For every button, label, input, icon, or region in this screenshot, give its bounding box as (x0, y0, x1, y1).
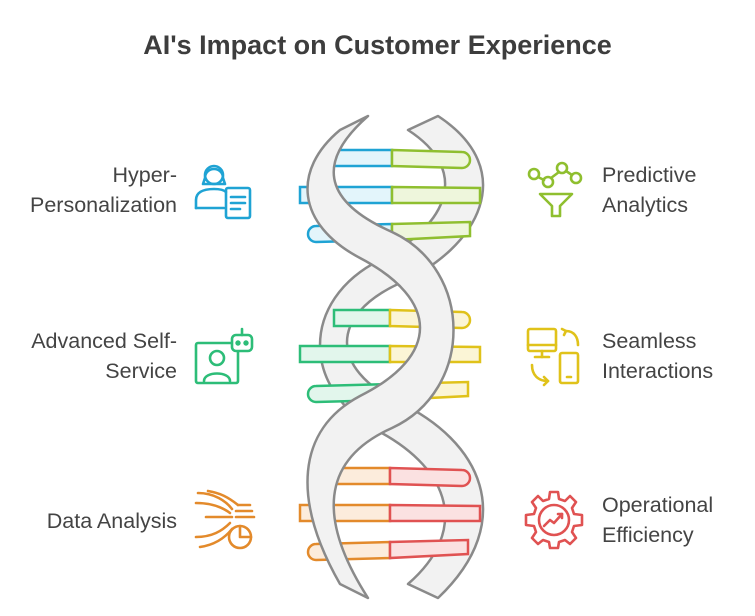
devices-sync-icon (526, 327, 580, 387)
label-advanced-self-service: Advanced Self-Service (31, 329, 177, 383)
label-data-analysis: Data Analysis (46, 509, 177, 533)
gear-chart-icon (524, 490, 584, 550)
data-flow-chart-icon (194, 489, 256, 550)
user-document-icon (194, 164, 252, 220)
funnel-network-icon (527, 161, 583, 218)
helix-front-strand (306, 114, 455, 600)
robot-user-icon (194, 327, 254, 385)
label-hyper-personalization: Hyper-Personalization (29, 163, 177, 217)
page-title: AI's Impact on Customer Experience (143, 30, 612, 60)
